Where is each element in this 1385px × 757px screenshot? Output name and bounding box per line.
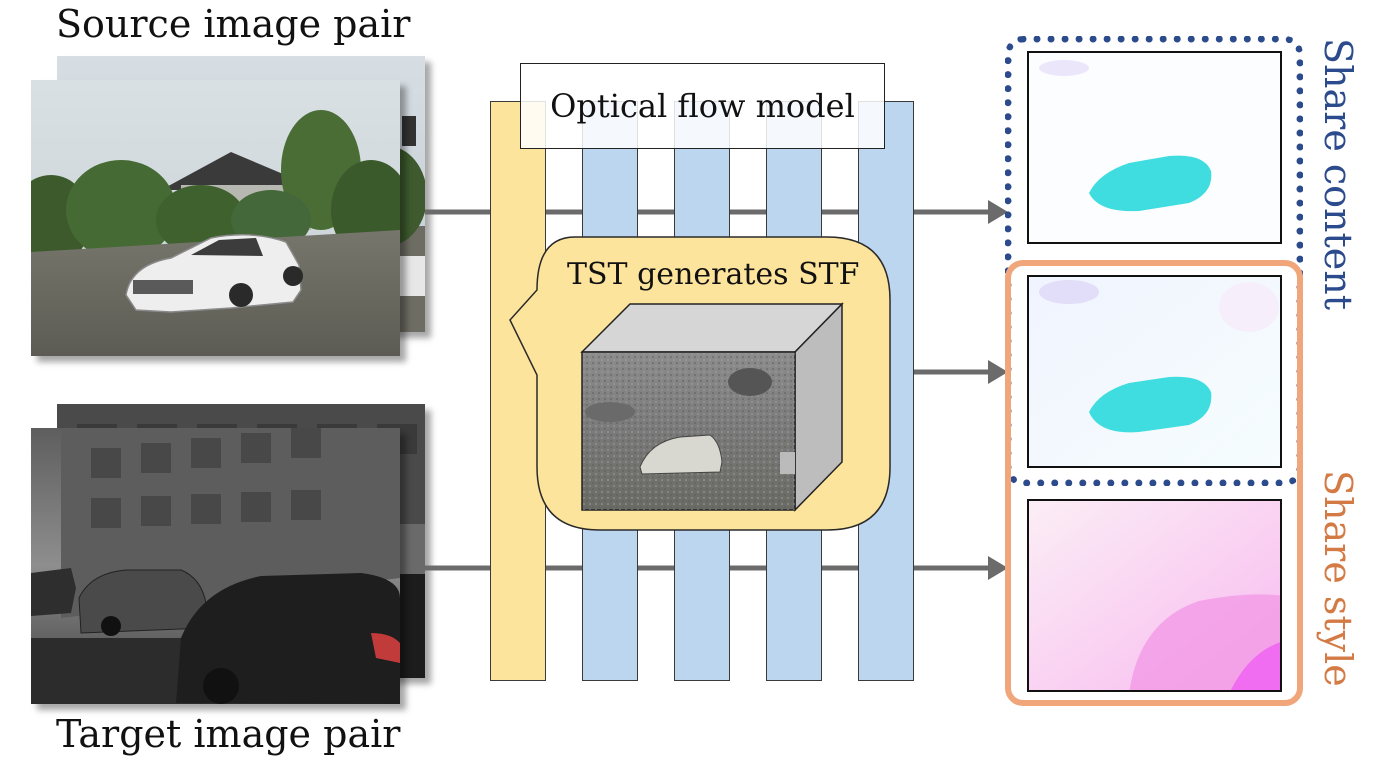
share-style-outline [1005,260,1303,706]
target-image-pair-label: Target image pair [56,712,401,756]
source-image-pair-label: Source image pair [56,2,411,46]
arrow-middle-head [988,360,1008,384]
stf-cube [580,302,844,512]
share-style-label: Share style [1316,470,1360,687]
tst-label: TST generates STF [567,257,860,292]
optical-flow-model-box: Optical flow model [520,63,885,149]
arrow-source-head [988,200,1008,224]
flow-output-bottom [1027,499,1282,692]
arrow-target-head [988,556,1008,580]
optical-flow-model-label: Optical flow model [550,87,855,125]
target-image-front [31,428,400,704]
flow-output-top [1027,51,1282,244]
share-content-outline [1005,36,1303,486]
share-content-label: Share content [1316,38,1360,311]
flow-output-middle [1027,275,1282,468]
source-image-front [31,80,400,356]
